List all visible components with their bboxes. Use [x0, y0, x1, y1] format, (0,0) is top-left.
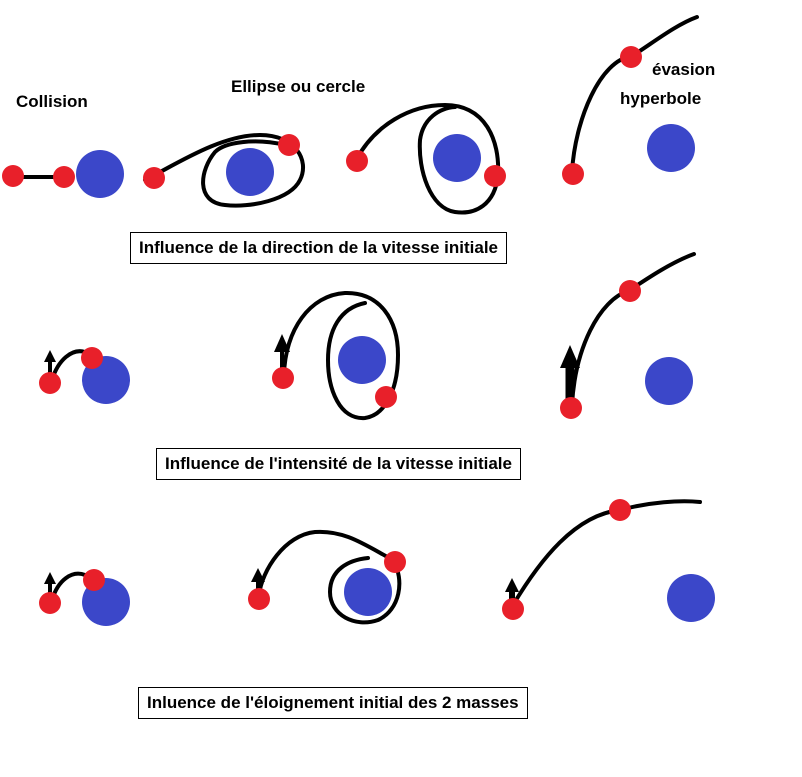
velocity-arrow-row2-ellipse: [274, 334, 290, 352]
particle-row1-hyperbola-end: [620, 46, 642, 68]
velocity-arrow-row2-collision: [44, 350, 56, 362]
label-ellipse: Ellipse ou cercle: [231, 77, 366, 96]
planet-row1-hyperbola: [647, 124, 695, 172]
velocity-arrow-row3-ellipse: [251, 568, 265, 582]
caption-eloignement: Inluence de l'éloignement initial des 2 …: [138, 687, 528, 719]
particle-row1-ellipse-start: [143, 167, 165, 189]
particle-row3-ellipse-start: [248, 588, 270, 610]
velocity-arrow-row3-collision: [44, 572, 56, 584]
particle-row2-hyperbola-end: [619, 280, 641, 302]
particle-row3-collision-end: [83, 569, 105, 591]
particle-row1-collision-end: [53, 166, 75, 188]
planet-row3-ellipse: [344, 568, 392, 616]
label-evasion: évasion: [652, 60, 716, 79]
planet-row1-collision: [76, 150, 124, 198]
particle-row3-ellipse-end: [384, 551, 406, 573]
caption-intensite: Influence de l'intensité de la vitesse i…: [156, 448, 521, 480]
trajectory-row1-circle: [354, 102, 501, 215]
particle-row1-circle-end: [484, 165, 506, 187]
particle-row1-ellipse-end: [278, 134, 300, 156]
particle-row1-hyperbola-start: [562, 163, 584, 185]
planet-row3-hyperbola: [667, 574, 715, 622]
particle-row3-collision-start: [39, 592, 61, 614]
trajectory-row2-ellipse: [282, 290, 401, 421]
particle-row1-circle-start: [346, 150, 368, 172]
particle-row2-collision-end: [81, 347, 103, 369]
particle-row2-hyperbola-start: [560, 397, 582, 419]
particle-row2-ellipse-start: [272, 367, 294, 389]
particle-row3-hyperbola-end: [609, 499, 631, 521]
planet-row1-circle: [433, 134, 481, 182]
particle-row2-collision-start: [39, 372, 61, 394]
velocity-arrow-row3-hyperbola: [505, 578, 519, 592]
planet-row2-hyperbola: [645, 357, 693, 405]
particle-row2-ellipse-end: [375, 386, 397, 408]
label-collision: Collision: [16, 92, 88, 111]
planet-row1-ellipse: [226, 148, 274, 196]
caption-direction: Influence de la direction de la vitesse …: [130, 232, 508, 264]
trajectory-row3-ellipse: [257, 529, 402, 625]
label-hyperbole: hyperbole: [620, 89, 702, 108]
trajectory-row1-ellipse: [143, 132, 306, 208]
particle-row3-hyperbola-start: [502, 598, 524, 620]
particle-row1-collision-start: [2, 165, 24, 187]
velocity-arrow-row2-hyperbola: [560, 345, 580, 368]
planet-row2-ellipse: [338, 336, 386, 384]
